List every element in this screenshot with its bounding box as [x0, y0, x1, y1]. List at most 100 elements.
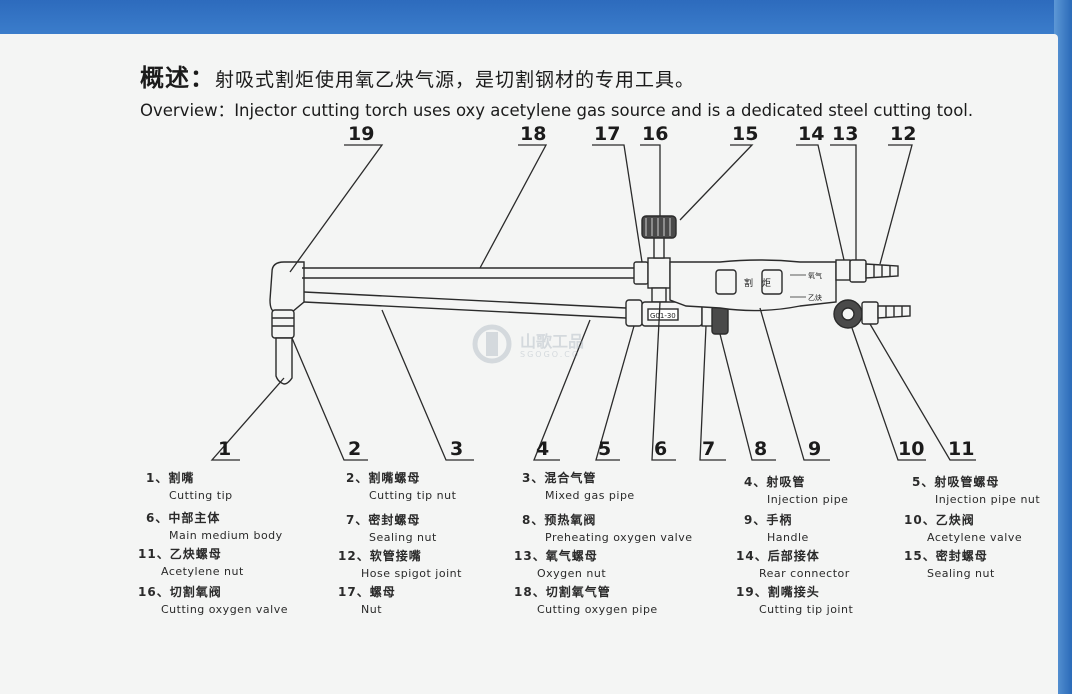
legend-item-5: 5、射吸管螺母 Injection pipe nut — [912, 475, 1041, 506]
legend-item-15: 15、密封螺母 Sealing nut — [904, 549, 995, 580]
legend-cn: 切割氧气管 — [545, 585, 611, 599]
nut-17-shape — [633, 261, 649, 285]
oxygen-arrow-label: 氧气 — [808, 271, 822, 280]
legend-en: Mixed gas pipe — [545, 489, 635, 502]
legend-cn: 乙炔螺母 — [169, 547, 222, 561]
legend-item-10: 10、乙炔阀 Acetylene valve — [904, 513, 1023, 544]
callout-14: 14 — [798, 123, 824, 145]
torch-drawing — [269, 215, 911, 385]
preheating-oxygen-valve-knob — [711, 305, 729, 335]
blue-box-side — [1054, 0, 1072, 694]
legend-cn: 预热氧阀 — [544, 513, 597, 527]
overview-text-cn: 射吸式割炬使用氧乙炔气源，是切割钢材的专用工具。 — [215, 69, 696, 91]
legend-en: Cutting tip joint — [759, 603, 854, 616]
overview-title-cn: 概述：射吸式割炬使用氧乙炔气源，是切割钢材的专用工具。 — [140, 58, 695, 93]
callout-numbers: 19 18 17 16 15 14 13 12 1 2 3 4 5 6 7 8 … — [218, 123, 974, 460]
callout-19: 19 — [348, 123, 374, 145]
legend-en: Cutting tip — [169, 489, 233, 502]
legend-en: Cutting tip nut — [369, 489, 457, 502]
legend-en: Main medium body — [169, 529, 283, 542]
acetylene-nut-shape — [861, 301, 879, 325]
callout-17: 17 — [594, 123, 620, 145]
watermark-subtext: SGOGO.CO — [520, 350, 581, 359]
watermark-text: 山歌工品 — [520, 332, 585, 351]
handle-shape — [669, 259, 837, 312]
legend-item-8: 8、预热氧阀 Preheating oxygen valve — [522, 513, 693, 544]
legend-en: Acetylene nut — [161, 565, 244, 578]
callout-4: 4 — [536, 438, 549, 460]
overview-text-en: Injector cutting torch uses oxy acetylen… — [234, 101, 974, 120]
legend-en: Oxygen nut — [537, 567, 607, 580]
legend-en: Injection pipe nut — [935, 493, 1041, 506]
legend-item-12: 12、软管接嘴 Hose spigot joint — [338, 549, 462, 580]
legend-item-16: 16、切割氧阀 Cutting oxygen valve — [138, 585, 288, 616]
rear-connector-shape — [835, 259, 851, 281]
brand-watermark: 山歌工品 SGOGO.CO — [472, 322, 632, 370]
callout-8: 8 — [754, 438, 767, 460]
cutting-oxygen-valve-knob — [641, 215, 677, 239]
callout-18: 18 — [520, 123, 546, 145]
injection-tag-label: G01-30 — [650, 312, 676, 320]
cutting-tip-nut-shape — [271, 309, 295, 339]
callout-13: 13 — [832, 123, 858, 145]
overview-lead-en: Overview： — [140, 101, 235, 120]
callout-5: 5 — [598, 438, 611, 460]
cutting-tip-shape — [275, 337, 293, 385]
legend-cn: 射吸管 — [766, 475, 806, 489]
legend-cn: 切割氧阀 — [169, 585, 222, 599]
legend-cn: 密封螺母 — [935, 549, 988, 563]
overview-lead-cn: 概述： — [140, 64, 215, 92]
legend-en: Cutting oxygen valve — [161, 603, 288, 616]
legend-item-17: 17、螺母 Nut — [338, 585, 396, 616]
legend-item-3: 3、混合气管 Mixed gas pipe — [522, 471, 635, 502]
callout-3: 3 — [450, 438, 463, 460]
callout-7: 7 — [702, 438, 715, 460]
legend-item-14: 14、后部接体 Rear connector — [736, 549, 850, 580]
cutting-tip-joint-shape — [269, 261, 305, 313]
callout-12: 12 — [890, 123, 916, 145]
legend-cn: 后部接体 — [767, 549, 820, 563]
legend-en: Sealing nut — [927, 567, 995, 580]
legend-en: Rear connector — [759, 567, 850, 580]
callout-2: 2 — [348, 438, 361, 460]
legend-en: Cutting oxygen pipe — [537, 603, 658, 616]
instruction-card — [0, 34, 1058, 694]
legend-cn: 射吸管螺母 — [934, 475, 1000, 489]
callout-9: 9 — [808, 438, 821, 460]
legend-item-9: 9、手柄 Handle — [744, 513, 809, 544]
legend-cn: 乙炔阀 — [935, 513, 975, 527]
legend-cn: 手柄 — [766, 513, 793, 527]
legend-en: Nut — [361, 603, 383, 616]
handle-label: 割 炬 — [744, 277, 771, 289]
overview-title-en: Overview：Injector cutting torch uses oxy… — [140, 97, 973, 121]
brand-logo-icon — [472, 324, 512, 364]
legend-en: Acetylene valve — [927, 531, 1023, 544]
legend-en: Sealing nut — [369, 531, 437, 544]
legend-cn: 割嘴接头 — [767, 585, 820, 599]
legend-cn: 密封螺母 — [368, 513, 421, 527]
legend-cn: 中部主体 — [168, 511, 221, 525]
callout-15: 15 — [732, 123, 758, 145]
callout-6: 6 — [654, 438, 667, 460]
legend-cn: 螺母 — [369, 585, 396, 599]
legend-en: Preheating oxygen valve — [545, 531, 693, 544]
legend-item-6: 6、中部主体 Main medium body — [146, 511, 283, 542]
legend-item-7: 7、密封螺母 Sealing nut — [346, 513, 437, 544]
legend-cn: 混合气管 — [544, 471, 597, 485]
legend-item-1: 1、割嘴 Cutting tip — [146, 471, 233, 502]
legend-cn: 割嘴螺母 — [368, 471, 421, 485]
legend-en: Injection pipe — [767, 493, 849, 506]
legend-cn: 氧气螺母 — [545, 549, 598, 563]
legend-en: Hose spigot joint — [361, 567, 462, 580]
oxygen-nut-shape — [849, 259, 867, 283]
legend-cn: 软管接嘴 — [369, 549, 422, 563]
leader-lines — [210, 144, 976, 461]
legend-en: Handle — [767, 531, 809, 544]
callout-10: 10 — [898, 438, 924, 460]
main-body-shape — [647, 257, 671, 289]
acetylene-arrow-label: 乙炔 — [808, 293, 822, 302]
callout-11: 11 — [948, 438, 974, 460]
legend-item-11: 11、乙炔螺母 Acetylene nut — [138, 547, 244, 578]
